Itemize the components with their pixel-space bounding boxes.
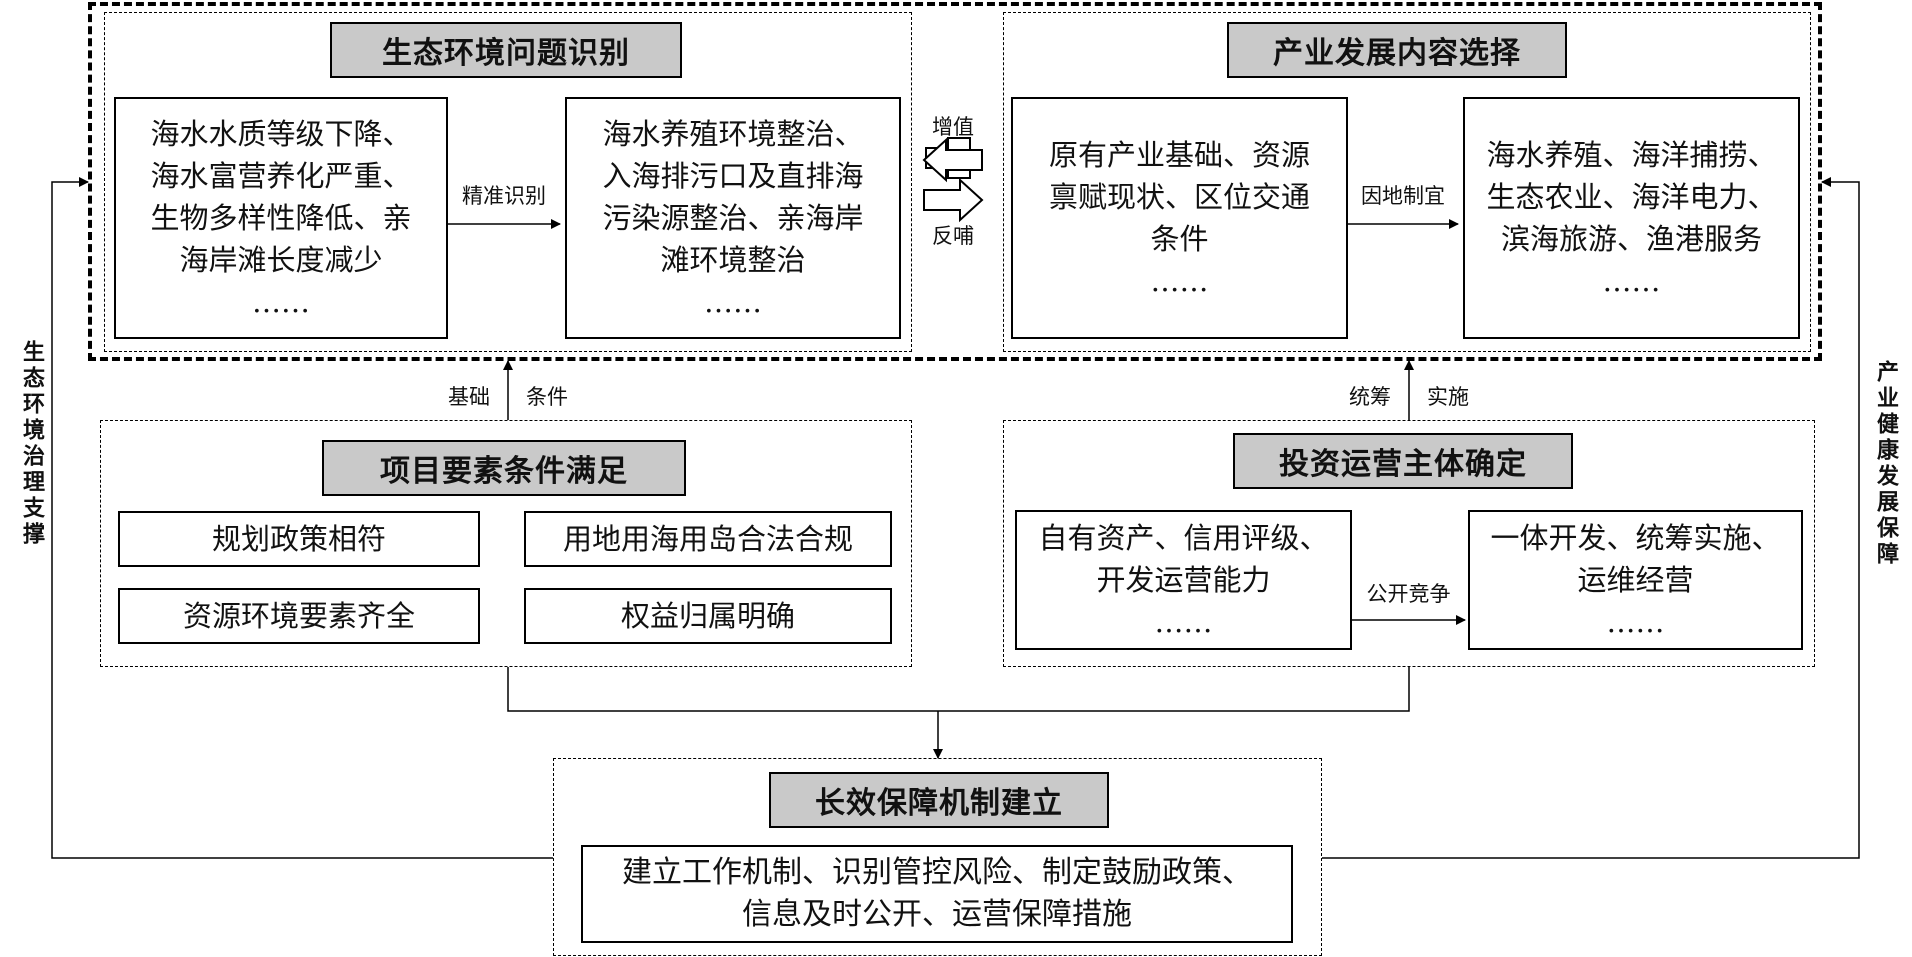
feedback-label: 反哺 (932, 224, 974, 248)
ecology-title: 生态环境问题识别 (330, 22, 682, 78)
merge-line (507, 667, 1410, 712)
industry-basis-box: 原有产业基础、资源 禀赋现状、区位交通 条件 …… (1011, 97, 1348, 339)
project-item-resources: 资源环境要素齐全 (118, 588, 480, 644)
precise-identify-label: 精准识别 (462, 184, 546, 208)
ecology-remediation-box: 海水养殖环境整治、 入海排污口及直排海 污染源整治、亲海岸 滩环境整治 …… (565, 97, 901, 339)
side-label-ecology-support: 生态环境治理支撑 (19, 340, 45, 548)
project-item-planning: 规划政策相符 (118, 511, 480, 567)
project-title: 项目要素条件满足 (322, 440, 686, 496)
top-outer-container (88, 2, 1822, 361)
coordinate-label: 统筹 (1349, 385, 1391, 409)
hollow-right-arrow (923, 177, 984, 223)
feedback-left (51, 177, 553, 859)
industry-title: 产业发展内容选择 (1227, 22, 1567, 78)
ecology-panel (104, 12, 912, 352)
project-item-rights: 权益归属明确 (524, 588, 892, 644)
investment-title: 投资运营主体确定 (1233, 433, 1573, 489)
investment-operation-box: 一体开发、统筹实施、 运维经营 …… (1468, 510, 1803, 650)
industry-sectors-box: 海水养殖、海洋捕捞、 生态农业、海洋电力、 滨海旅游、渔港服务 …… (1463, 97, 1800, 339)
implement-label: 实施 (1427, 385, 1469, 409)
open-competition-label: 公开竞争 (1366, 582, 1451, 606)
guarantee-panel (553, 758, 1322, 956)
ecology-problems-box: 海水水质等级下降、 海水富营养化严重、 生物多样性降低、亲 海岸滩长度减少 …… (114, 97, 448, 339)
value-add-label: 增值 (932, 115, 974, 139)
basis-label: 基础 (448, 385, 490, 409)
side-label-industry-guarantee: 产业健康发展保障 (1873, 360, 1899, 568)
hollow-left-arrow (922, 137, 983, 183)
project-item-land-sea: 用地用海用岛合法合规 (524, 511, 892, 567)
feedback-right (1322, 177, 1860, 859)
industry-panel (1003, 12, 1811, 352)
guarantee-title: 长效保障机制建立 (769, 772, 1109, 828)
investment-panel (1003, 420, 1815, 667)
investment-qualification-box: 自有资产、信用评级、 开发运营能力 …… (1015, 510, 1352, 650)
adapt-local-label: 因地制宜 (1361, 184, 1445, 208)
project-panel (100, 420, 912, 667)
condition-label: 条件 (526, 385, 568, 409)
guarantee-content-box: 建立工作机制、识别管控风险、制定鼓励政策、 信息及时公开、运营保障措施 (581, 845, 1293, 943)
